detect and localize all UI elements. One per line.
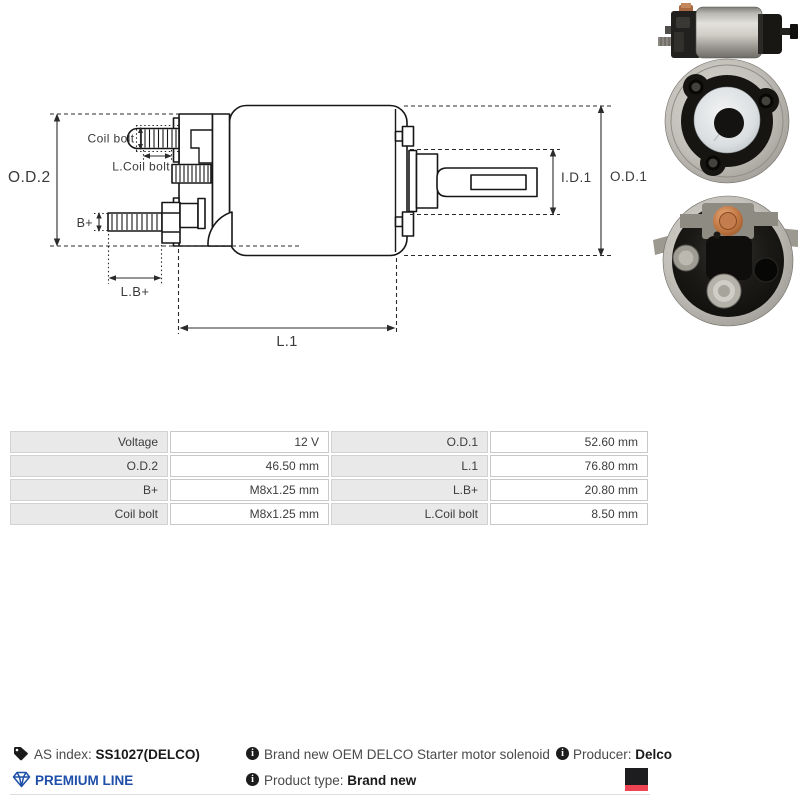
- product-photo-side-view[interactable]: [650, 2, 800, 60]
- spec-label-l1: L.1: [331, 455, 488, 477]
- spec-value-od1: 52.60 mm: [490, 431, 648, 453]
- spec-label-b-plus: B+: [10, 479, 168, 501]
- product-type-value: Brand new: [347, 773, 417, 788]
- spec-label-od2: O.D.2: [10, 455, 168, 477]
- product-description: Brand new OEM DELCO Starter motor soleno…: [264, 747, 550, 762]
- producer-label: Producer:: [573, 747, 636, 762]
- dim-label-coil-bolt: Coil bolt: [88, 132, 135, 146]
- b-plus-stud: [107, 212, 163, 232]
- specs-table: Voltage 12 V O.D.1 52.60 mm O.D.2 46.50 …: [10, 431, 648, 525]
- coil-bolt-stud: [126, 127, 142, 150]
- product-photo-back-contacts-view[interactable]: [650, 188, 800, 333]
- spec-value-od2: 46.50 mm: [170, 455, 329, 477]
- dim-label-l-b-plus: L.B+: [121, 284, 150, 299]
- producer-text: Producer: Delco: [573, 747, 672, 763]
- spec-value-voltage: 12 V: [170, 431, 329, 453]
- dim-label-id1: I.D.1: [561, 170, 592, 185]
- dim-label-od2: O.D.2: [8, 169, 50, 186]
- as-index-label: AS index:: [34, 747, 96, 762]
- solenoid-body-outline: [228, 104, 408, 257]
- as-index-value: SS1027(DELCO): [95, 747, 200, 762]
- info-icon: i: [556, 747, 569, 760]
- dim-label-od1: O.D.1: [610, 169, 647, 184]
- dim-label-l1: L.1: [276, 334, 297, 350]
- product-photo-front-flange-view[interactable]: [650, 58, 800, 188]
- dim-label-l-coil-bolt: L.Coil bolt: [112, 160, 170, 174]
- producer-value: Delco: [635, 747, 673, 762]
- producer-logo-red-bar: [625, 785, 648, 791]
- spec-value-l-b-plus: 20.80 mm: [490, 479, 648, 501]
- spec-label-l-coil-bolt: L.Coil bolt: [331, 503, 488, 525]
- as-index-text: AS index: SS1027(DELCO): [34, 747, 200, 763]
- spec-label-coil-bolt: Coil bolt: [10, 503, 168, 525]
- tag-icon: [14, 747, 28, 761]
- product-type-label: Product type:: [264, 773, 348, 788]
- dim-label-b-plus: B+: [77, 216, 93, 230]
- spec-value-l-coil-bolt: 8.50 mm: [490, 503, 648, 525]
- spec-value-b-plus: M8x1.25 mm: [170, 479, 329, 501]
- spec-value-l1: 76.80 mm: [490, 455, 648, 477]
- spec-label-voltage: Voltage: [10, 431, 168, 453]
- spec-value-coil-bolt: M8x1.25 mm: [170, 503, 329, 525]
- diamond-icon: [12, 771, 31, 788]
- product-info-section: AS index: SS1027(DELCO) i Brand new OEM …: [0, 370, 800, 795]
- info-icon: i: [246, 747, 259, 760]
- technical-diagram: O.D.2 Coil bolt L.Coil bolt B+ L.B+ L.1 …: [8, 104, 647, 350]
- product-type-text: Product type: Brand new: [264, 773, 416, 789]
- spec-label-od1: O.D.1: [331, 431, 488, 453]
- info-icon: i: [246, 773, 259, 786]
- premium-line-badge: PREMIUM LINE: [35, 773, 134, 788]
- producer-logo: [625, 768, 648, 785]
- spec-label-l-b-plus: L.B+: [331, 479, 488, 501]
